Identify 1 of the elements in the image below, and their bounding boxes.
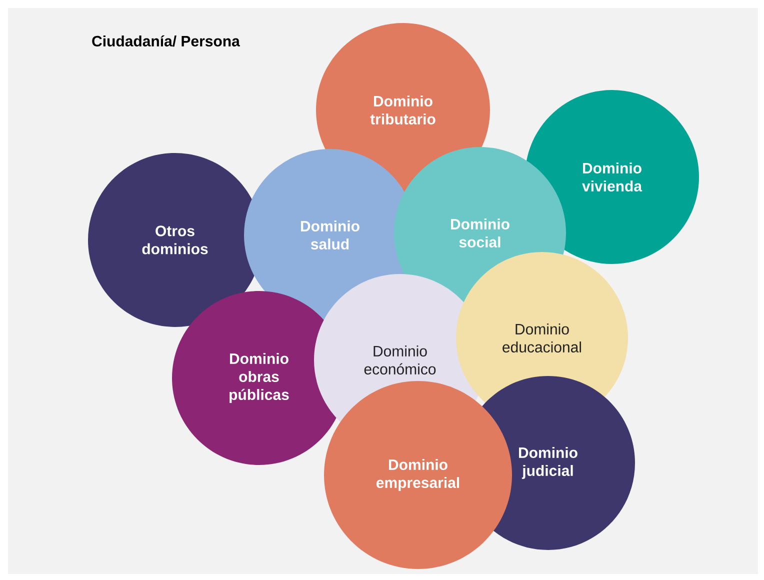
title: Ciudadanía/ Persona (92, 35, 240, 47)
